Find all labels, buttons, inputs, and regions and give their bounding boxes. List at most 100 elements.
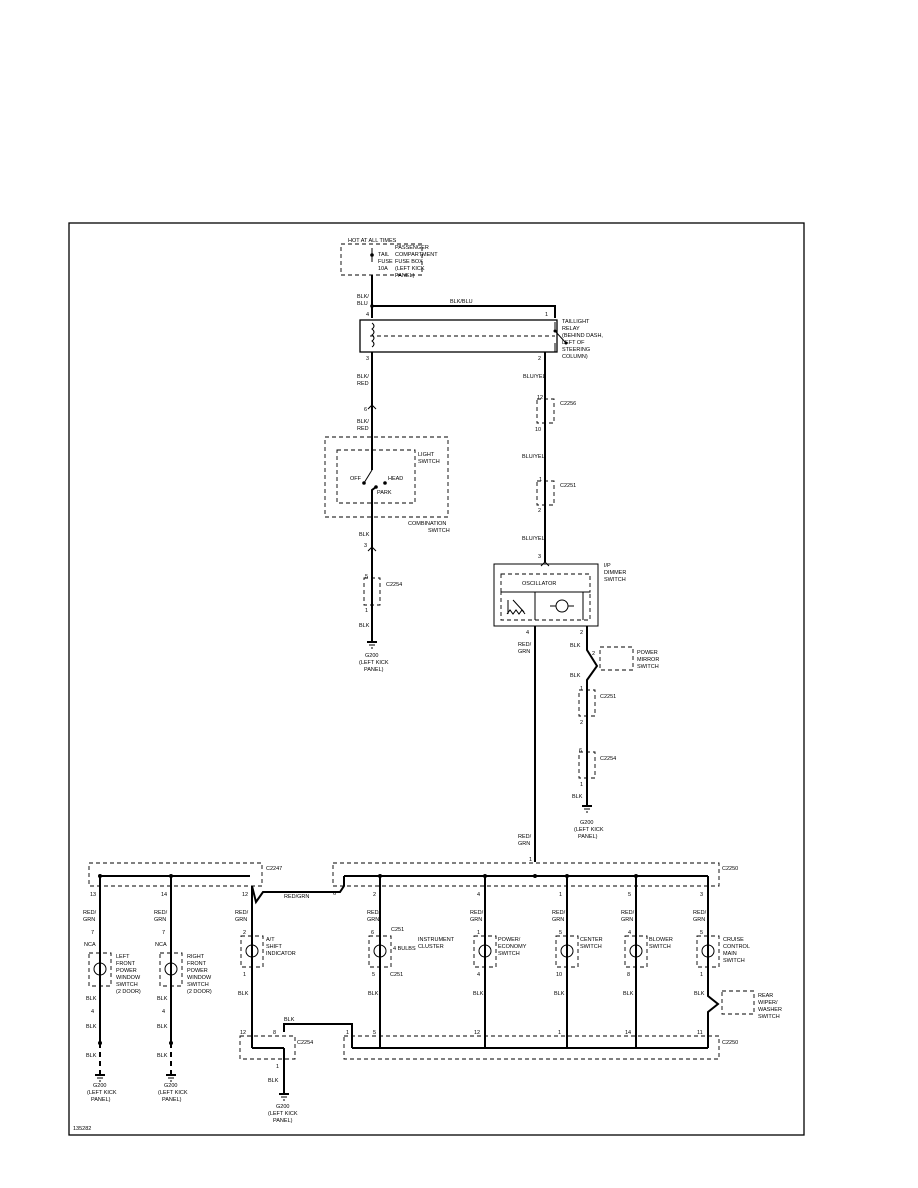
wire-label-blk-red-1a: BLK/	[357, 374, 369, 380]
center-c-pin: 5	[559, 930, 562, 936]
center-label-2: SWITCH	[580, 944, 602, 950]
c2251a-pin-top: 1	[539, 477, 542, 483]
economy-ground-pin: 12	[474, 1030, 480, 1036]
ground-g200-1: G200 (LEFT KICK PANEL)	[359, 641, 389, 673]
at-shift-label-2: SHIFT	[266, 944, 283, 950]
blower-bottom-pin: 8	[627, 972, 630, 978]
right-window-top-pin: 14	[161, 892, 167, 898]
wire-label-red-grn-2a: RED/	[518, 834, 532, 840]
relay-pin-3: 3	[366, 356, 369, 362]
economy-blk: BLK	[473, 991, 484, 997]
c2247-left-pin: 6	[333, 891, 336, 897]
ground-g200-3-panel: PANEL)	[91, 1097, 111, 1103]
right-window-label-2: FRONT	[187, 961, 207, 967]
light-switch-blade	[363, 469, 373, 484]
dimmer-label-1: I/P	[604, 563, 611, 569]
center-lamp-icon	[560, 944, 574, 958]
c2250a-label: C2250	[722, 866, 738, 872]
relay-label-5: STEERING	[562, 347, 590, 353]
c2256-outline	[536, 398, 555, 424]
fuse-location-5: PANEL)	[395, 273, 415, 279]
relay-label-6: COLUMN)	[562, 354, 588, 360]
blower-top-pin: 5	[628, 892, 631, 898]
branch-center-switch: 1 RED/ GRN 5 CENTER SWITCH 10 BLK 1	[552, 874, 603, 1048]
taillight-relay: TAILLIGHT RELAY (BEHIND DASH, LEFT OF ST…	[359, 319, 603, 360]
connector-c2250-bottom: C2250 1	[343, 1030, 738, 1060]
economy-label-2: ECONOMY	[498, 944, 527, 950]
fuse-header: HOT AT ALL TIMES	[348, 238, 397, 244]
ground-g200-2-panel: PANEL)	[578, 834, 598, 840]
ground-g200-1-location: (LEFT KICK	[359, 660, 389, 666]
wire-label-blk-blu-top: BLK/BLU	[450, 299, 473, 305]
dimmer-label-3: SWITCH	[604, 577, 626, 583]
left-window-label-4: WINDOW	[116, 975, 141, 981]
ground-g200-3-location: (LEFT KICK	[87, 1090, 117, 1096]
wire-label-blk-blu-2: BLU	[357, 301, 368, 307]
left-window-blk-3: BLK	[86, 1053, 97, 1059]
ground-g200-1-label: G200	[365, 653, 378, 659]
blower-blk: BLK	[623, 991, 634, 997]
c2254b-outline	[578, 751, 596, 779]
cruise-top-pin: 3	[700, 892, 703, 898]
c2254-ground-pin: 1	[276, 1064, 279, 1070]
dimmer-pin-2: 2	[580, 630, 583, 636]
instrument-top-pin: 2	[373, 892, 376, 898]
c2250-bottom-left-pin: 1	[346, 1030, 349, 1036]
c2251a-outline	[536, 480, 555, 506]
connector-c2250-top: C2250 1	[332, 857, 738, 887]
fuse-name-2: FUSE	[378, 259, 393, 265]
at-shift-lamp-icon	[245, 944, 259, 958]
fuse-location-2: COMPARTMENT	[395, 252, 438, 258]
connector-c2247: C2247	[88, 862, 282, 887]
cruise-lamp-icon	[701, 944, 715, 958]
ground-g200-2-location: (LEFT KICK	[574, 827, 604, 833]
right-window-wire-2: GRN	[154, 917, 166, 923]
c2251a-pin-bottom: 2	[538, 508, 541, 514]
ground-g200-1-panel: PANEL)	[364, 667, 384, 673]
light-switch-park: PARK	[377, 490, 392, 496]
branch-cruise-control-switch: 3 RED/ GRN 5 CRUISE CONTROL MAIN SWITCH …	[693, 876, 782, 1048]
right-window-blk-1: BLK	[157, 996, 168, 1002]
c2251a-label: C2251	[560, 483, 576, 489]
light-switch-head: HEAD	[388, 476, 403, 482]
c2251c-label: C251	[391, 927, 404, 933]
ground-g200-3-label: G200	[93, 1083, 106, 1089]
fuse-name-1: TAIL	[378, 252, 389, 258]
economy-lamp-icon	[478, 944, 492, 958]
oscillator-label: OSCILLATOR	[522, 581, 556, 587]
instrument-label-1: INSTRUMENT	[418, 937, 455, 943]
wire-label-blu-yel-3: BLU/YEL	[522, 536, 545, 542]
rear-wiper-label-1: REAR	[758, 993, 773, 999]
at-shift-top-pin: 12	[242, 892, 248, 898]
wire-label-blk-dimmer-1: BLK	[570, 643, 581, 649]
cruise-wire-2: GRN	[693, 917, 705, 923]
wire-blk-blu-top	[372, 305, 556, 318]
instrument-label-2: CLUSTER	[418, 944, 444, 950]
center-top-pin: 1	[559, 892, 562, 898]
right-window-lamp-icon	[164, 962, 178, 976]
instrument-bottom-pin: 5	[372, 972, 375, 978]
light-switch-label-1: LIGHT	[418, 452, 435, 458]
left-window-label-6: (2 DOOR)	[116, 989, 141, 995]
right-window-wire-1: RED/	[154, 910, 168, 916]
dimmer-pin-4: 4	[526, 630, 529, 636]
wire-blk-dimmer	[586, 626, 599, 806]
wire-label-blk-red-1b: RED	[357, 381, 369, 387]
left-window-top-pin: 13	[90, 892, 96, 898]
rear-wiper-label-4: SWITCH	[758, 1014, 780, 1020]
tail-fuse: HOT AT ALL TIMES TAIL FUSE 10A PASSENGER…	[340, 238, 438, 279]
blower-ground-pin: 14	[625, 1030, 631, 1036]
center-blk: BLK	[554, 991, 565, 997]
relay-label-3: (BEHIND DASH,	[562, 333, 603, 339]
cruise-bottom-pin: 1	[700, 972, 703, 978]
right-window-label-1: RIGHT	[187, 954, 205, 960]
relay-label-2: RELAY	[562, 326, 580, 332]
c2251b-pin-bottom: 2	[580, 720, 583, 726]
wire-label-red-grn-1b: GRN	[518, 649, 530, 655]
at-shift-wire-2: GRN	[235, 917, 247, 923]
wire-label-red-grn-bus: RED/GRN	[284, 894, 309, 900]
at-shift-wire-1: RED/	[235, 910, 249, 916]
c2247-label: C2247	[266, 866, 282, 872]
at-shift-label-1: A/T	[266, 937, 275, 943]
relay-pin-4: 4	[366, 312, 369, 318]
